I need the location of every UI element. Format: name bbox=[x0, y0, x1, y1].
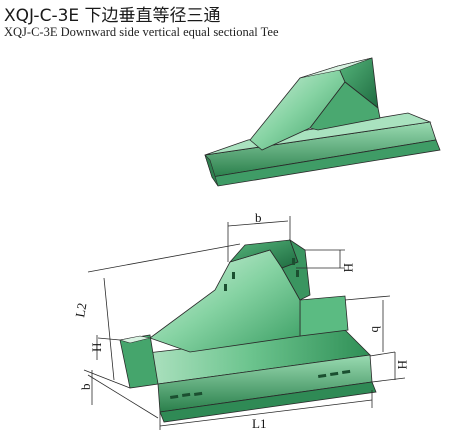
lower-left-stub-wall bbox=[119, 334, 159, 389]
dim-label-H-left: H bbox=[89, 343, 104, 352]
tee-dimensioned-view bbox=[119, 238, 377, 423]
dim-label-b-right: b bbox=[369, 326, 384, 333]
lower-main-tray-back-wall bbox=[299, 295, 349, 337]
dim-label-b-left: b bbox=[78, 384, 93, 391]
page-title-chinese: XQJ-C-3E 下边垂直等径三通 bbox=[4, 6, 221, 26]
dim-label-b-top: b bbox=[255, 210, 262, 225]
branch-top-rim bbox=[299, 57, 373, 79]
dim-label-H-top: H bbox=[341, 263, 356, 272]
dim-label-L2: L2 bbox=[72, 302, 89, 319]
dim-label-H-right: H bbox=[395, 360, 410, 369]
dimension-lines bbox=[83, 216, 406, 430]
main-tray-left-end bbox=[204, 154, 219, 187]
page-title-english: XQJ-C-3E Downward side vertical equal se… bbox=[4, 25, 279, 39]
front-wall-slots bbox=[170, 369, 351, 399]
tee-perspective-view bbox=[204, 57, 441, 187]
branch-slots bbox=[224, 258, 299, 291]
lower-branch-angled-plate bbox=[149, 249, 301, 353]
lower-main-tray-flange bbox=[159, 381, 377, 423]
branch-side-wall bbox=[309, 81, 381, 131]
dim-label-L1: L1 bbox=[252, 416, 266, 431]
lower-left-stub-top bbox=[119, 335, 151, 344]
